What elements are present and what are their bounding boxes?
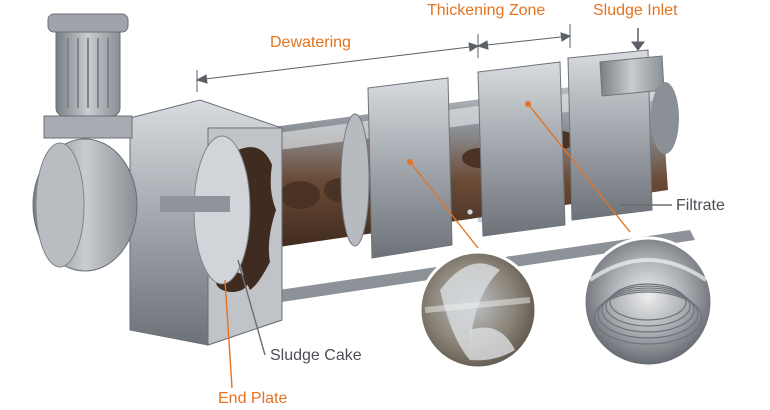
label-end-plate: End Plate	[218, 390, 288, 407]
label-thickening-zone: Thickening Zone	[427, 2, 546, 19]
flange-ring-1	[340, 113, 370, 247]
dimension-lines	[195, 24, 572, 92]
inlet-end-cap	[651, 82, 679, 154]
label-dewatering: Dewatering	[270, 34, 351, 51]
label-sludge-inlet: Sludge Inlet	[593, 2, 678, 19]
support-plate-2	[477, 61, 566, 237]
label-sludge-cake: Sludge Cake	[270, 347, 362, 364]
label-filtrate: Filtrate	[676, 197, 725, 214]
gearbox-cover-face	[35, 142, 85, 268]
magnifier-inset	[418, 250, 538, 370]
leader-lines	[224, 101, 672, 389]
screw-shaft	[160, 196, 230, 212]
motor-icon	[43, 13, 133, 139]
support-plate-1	[367, 77, 453, 259]
inlet-arrow-icon	[631, 28, 645, 51]
sludge-inlet-box	[599, 55, 665, 97]
wedge-wire-screen-inset	[582, 236, 714, 368]
